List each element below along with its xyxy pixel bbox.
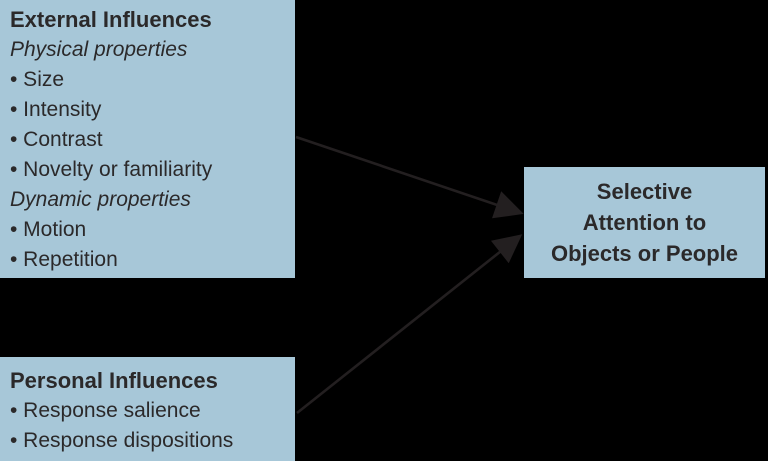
bullet-item-repetition: • Repetition <box>10 248 118 271</box>
bullet-item-contrast: • Contrast <box>10 128 103 151</box>
bullet-item-response-salience: • Response salience <box>10 399 201 422</box>
personal-influences-title: Personal Influences <box>10 368 218 393</box>
bullet-item-motion: • Motion <box>10 218 87 241</box>
bullet-item-intensity: • Intensity <box>10 98 102 121</box>
personal-influences-box: Personal Influences • Response salience … <box>0 357 295 461</box>
selective-attention-line-1: Selective <box>596 179 693 204</box>
selective-attention-line-3: Objects or People <box>550 241 739 266</box>
bullet-item-response-dispositions: • Response dispositions <box>10 429 234 452</box>
arrow-external-to-selective <box>295 135 524 219</box>
external-influences-box: External Influences Physical properties … <box>0 0 295 278</box>
arrow-personal-to-selective <box>296 234 523 415</box>
subheading-dynamic-properties: Dynamic properties <box>10 188 191 211</box>
external-influences-title: External Influences <box>10 7 212 32</box>
selective-attention-line-2: Attention to <box>582 210 707 235</box>
selective-attention-box: Selective Attention to Objects or People <box>524 167 765 278</box>
subheading-physical-properties: Physical properties <box>10 38 188 61</box>
bullet-item-size: • Size <box>10 68 65 91</box>
bullet-item-novelty-or-familiarity: • Novelty or familiarity <box>10 158 213 181</box>
